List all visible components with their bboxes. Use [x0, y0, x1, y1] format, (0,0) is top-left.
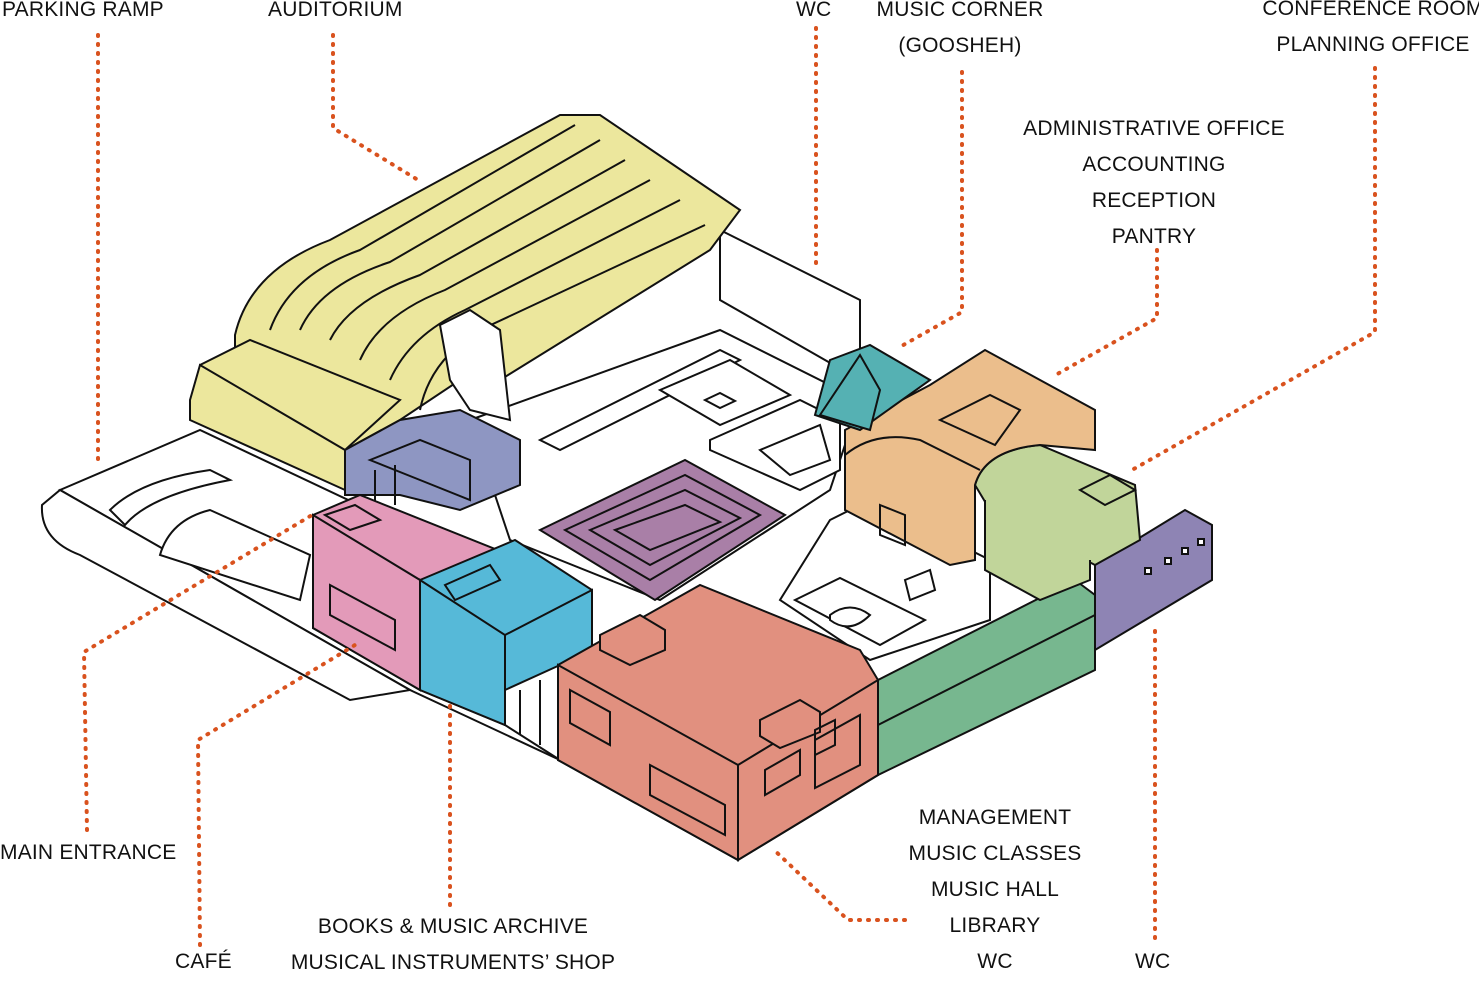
label-books-line1: BOOKS & MUSIC ARCHIVE	[317, 915, 589, 938]
management-block	[557, 583, 879, 862]
label-music-corner: MUSIC CORNER (GOOSHEH)	[860, 0, 1060, 64]
wc-block	[1094, 508, 1213, 652]
leader-main-entrance	[81, 513, 314, 832]
leader-music-corner	[896, 70, 964, 350]
leader-cafe	[195, 643, 357, 947]
label-management-line5: WC	[977, 950, 1013, 973]
leader-lines	[81, 26, 1377, 947]
shop-block	[419, 538, 593, 762]
label-management: MANAGEMENT MUSIC CLASSES MUSIC HALL LIBR…	[900, 800, 1090, 980]
label-management-line3: MUSIC HALL	[930, 878, 1060, 901]
label-admin-line3: RECEPTION	[1091, 189, 1217, 212]
label-music-corner-line1: MUSIC CORNER	[876, 0, 1044, 21]
label-admin-line2: ACCOUNTING	[1082, 153, 1226, 176]
label-cafe: CAFÉ	[175, 950, 232, 973]
courtyard-stage	[537, 458, 787, 602]
leader-admin	[1050, 248, 1159, 379]
label-books: BOOKS & MUSIC ARCHIVE MUSICAL INSTRUMENT…	[288, 909, 618, 981]
leader-conference	[1130, 66, 1377, 472]
label-parking-ramp: PARKING RAMP	[2, 0, 164, 21]
leader-auditorium	[331, 33, 420, 182]
leader-management	[770, 846, 907, 922]
label-management-line1: MANAGEMENT	[918, 806, 1072, 829]
label-conference: CONFERENCE ROOM PLANNING OFFICE	[1262, 0, 1479, 63]
label-admin-line1: ADMINISTRATIVE OFFICE	[1023, 117, 1285, 140]
admin-block	[844, 348, 1096, 567]
cafe-block	[312, 493, 513, 692]
label-conference-line1: CONFERENCE ROOM	[1262, 0, 1479, 20]
label-main-entrance: MAIN ENTRANCE	[0, 841, 177, 864]
music-corner-block	[813, 343, 932, 432]
label-wc-bottom: WC	[1135, 950, 1171, 973]
label-management-line2: MUSIC CLASSES	[908, 842, 1082, 865]
label-conference-line2: PLANNING OFFICE	[1276, 33, 1470, 56]
label-management-line4: LIBRARY	[949, 914, 1041, 937]
parking-ramp-block	[344, 408, 521, 512]
label-admin: ADMINISTRATIVE OFFICE ACCOUNTING RECEPTI…	[1020, 111, 1288, 255]
label-admin-line4: PANTRY	[1111, 225, 1197, 248]
label-books-line2: MUSICAL INSTRUMENTS’ SHOP	[290, 951, 616, 974]
auditorium-block	[189, 114, 742, 492]
label-wc-top: WC	[796, 0, 832, 21]
label-auditorium: AUDITORIUM	[268, 0, 403, 21]
label-music-corner-line2: (GOOSHEH)	[898, 34, 1022, 57]
